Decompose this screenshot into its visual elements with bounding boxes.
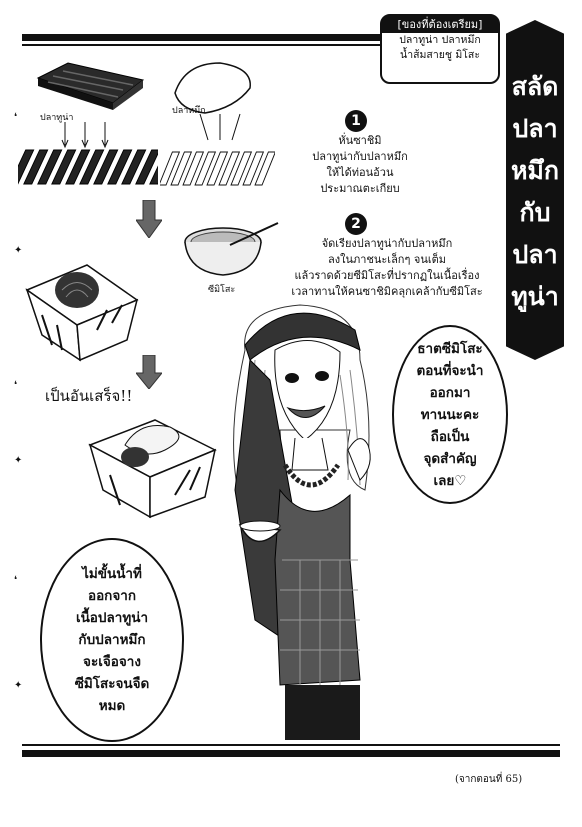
- step-2-number: 2: [345, 213, 367, 235]
- tuna-label: ปลาทูน่า: [40, 113, 74, 123]
- squid-label: ปลาหมึก: [172, 106, 206, 116]
- top-rule: [22, 34, 382, 41]
- bubble-right-line: ตอนที่จะนำ: [416, 362, 484, 379]
- tuna-block-illustration: [36, 62, 145, 110]
- step-1-text: หั่นซาชิมิ ปลาทูน่ากับปลาหมึก ให้ได้ท่อน…: [290, 133, 430, 197]
- step-1-line: ให้ได้ท่อนอ้วน: [326, 166, 394, 179]
- title-part-4: กับ: [519, 198, 551, 227]
- bubble-left-line: เนื้อปลาทูน่า: [75, 610, 149, 626]
- title-part-6: ทูน่า: [511, 282, 559, 311]
- step-2-line: แล้วราดด้วยซีมิโสะที่ปรากฏในเนื้อเรื่อง: [294, 269, 480, 282]
- bubble-right-line: เลย♡: [433, 472, 467, 489]
- bubble-left-line: ออกจาก: [87, 588, 137, 604]
- bubble-right-line: ออกมา: [429, 384, 471, 401]
- step-2-line: จัดเรียงปลาทูน่ากับปลาหมึก: [321, 237, 453, 250]
- miso-label: ซีมิโสะ: [208, 285, 236, 295]
- bubble-left-line: ไม่ขั้นน้ำที่: [82, 566, 142, 582]
- step-1-number: 1: [345, 110, 367, 132]
- speech-bubble-right: ธาตซีมิโสะ ตอนที่จะนำ ออกมา ทานนะคะ ถือเ…: [392, 325, 508, 504]
- margin-mark: ❛: [14, 112, 18, 123]
- squid-illustration: [174, 62, 251, 114]
- down-arrow-icon: [136, 200, 162, 238]
- margin-mark: ❛: [14, 575, 18, 586]
- step-1-line: หั่นซาชิมิ: [338, 134, 382, 147]
- margin-mark: ✦: [14, 245, 23, 256]
- title-part-3: หมึก: [510, 156, 560, 185]
- ingredients-line-2: น้ำส้มสายชู มิโสะ: [400, 49, 480, 61]
- bubble-right-line: ธาตซีมิโสะ: [417, 340, 483, 357]
- step-1-line: ประมาณตะเกียบ: [320, 182, 400, 195]
- top-rule-thin: [22, 44, 382, 46]
- done-text: เป็นอันเสร็จ!!: [45, 387, 133, 405]
- ingredients-heading: [ของที่ต้องเตรียม]: [382, 16, 498, 33]
- bubble-left-line: จะเจือจาง: [83, 654, 141, 670]
- ingredients-box: [ของที่ต้องเตรียม] ปลาทูน่า ปลาหมึก น้ำส…: [380, 14, 500, 84]
- footer-note: (จากตอนที่ 65): [455, 774, 523, 785]
- recipe-title: สลัด ปลา หมึก กับ ปลา ทูน่า: [506, 20, 564, 360]
- bubble-right-line: จุดสำคัญ: [423, 450, 477, 467]
- finished-dish-illustration: [88, 419, 217, 519]
- ingredients-line-1: ปลาทูน่า ปลาหมึก: [399, 34, 481, 46]
- miso-bowl-illustration: [184, 222, 279, 276]
- squid-arrows: [199, 113, 241, 141]
- tuna-strips-illustration: [18, 149, 158, 185]
- bubble-left-line: หมด: [98, 698, 126, 714]
- title-part-1: สลัด: [511, 72, 559, 101]
- bubble-left-line: ซีมิโสะจนจืด: [74, 676, 150, 692]
- speech-bubble-left: ไม่ขั้นน้ำที่ ออกจาก เนื้อปลาทูน่า กับปล…: [40, 538, 184, 742]
- step-2-line: เวลาทานให้คนซาชิมิคลุกเคล้ากับซีมิโสะ: [291, 285, 483, 298]
- woman-illustration: [233, 304, 371, 740]
- down-arrow-icon: [136, 355, 162, 389]
- bottom-rule-thin: [22, 744, 560, 746]
- step-1-line: ปลาทูน่ากับปลาหมึก: [312, 150, 408, 163]
- title-part-5: ปลา: [512, 240, 558, 269]
- bubble-right-line: ถือเป็น: [430, 428, 470, 445]
- step-2-text: จัดเรียงปลาทูน่ากับปลาหมึก ลงในภาชนะเล็ก…: [282, 236, 492, 300]
- tuna-arrows: [61, 122, 109, 149]
- margin-mark: ❛: [14, 380, 18, 391]
- margin-mark: ✦: [14, 455, 23, 466]
- title-part-2: ปลา: [512, 114, 558, 143]
- squid-strips-illustration: [160, 151, 275, 186]
- container-illustration: [25, 264, 139, 362]
- bubble-right-line: ทานนะคะ: [420, 406, 480, 423]
- step-2-line: ลงในภาชนะเล็กๆ จนเต็ม: [327, 253, 446, 266]
- bottom-rule: [22, 750, 560, 757]
- margin-mark: ✦: [14, 680, 23, 691]
- bubble-left-line: กับปลาหมึก: [78, 632, 146, 648]
